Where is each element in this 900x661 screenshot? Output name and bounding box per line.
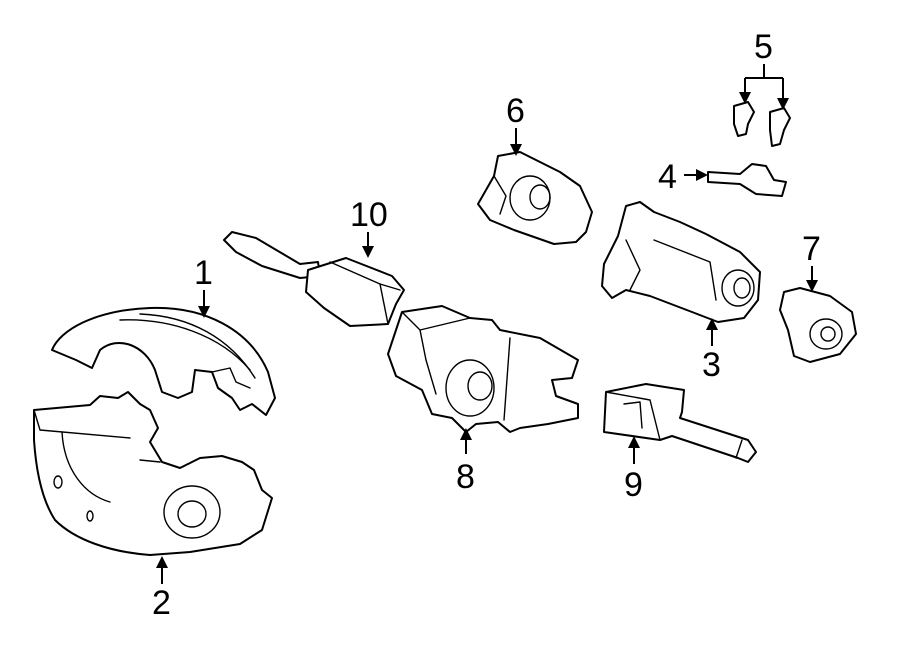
callout-7: 7 [802, 230, 821, 268]
part-lower-cover [33, 391, 273, 556]
part-wiring-connector [223, 231, 405, 327]
part-clip [707, 163, 787, 197]
callout-8: 8 [456, 458, 475, 496]
callout-10: 10 [350, 196, 388, 234]
callout-3: 3 [702, 346, 721, 384]
callout-4: 4 [658, 158, 677, 196]
part-small-switch [779, 287, 857, 363]
callout-6: 6 [506, 92, 525, 130]
leader-arrows [156, 64, 818, 584]
part-lock-housing [601, 201, 761, 323]
callout-9: 9 [624, 466, 643, 504]
callout-5: 5 [754, 28, 773, 66]
part-bolts [733, 101, 791, 147]
part-switch-bracket [477, 151, 593, 245]
callout-1: 1 [194, 254, 213, 292]
part-stalk-switch [603, 383, 757, 463]
part-combination-switch [387, 305, 579, 433]
part-upper-cover [51, 306, 276, 416]
callout-2: 2 [152, 584, 171, 622]
